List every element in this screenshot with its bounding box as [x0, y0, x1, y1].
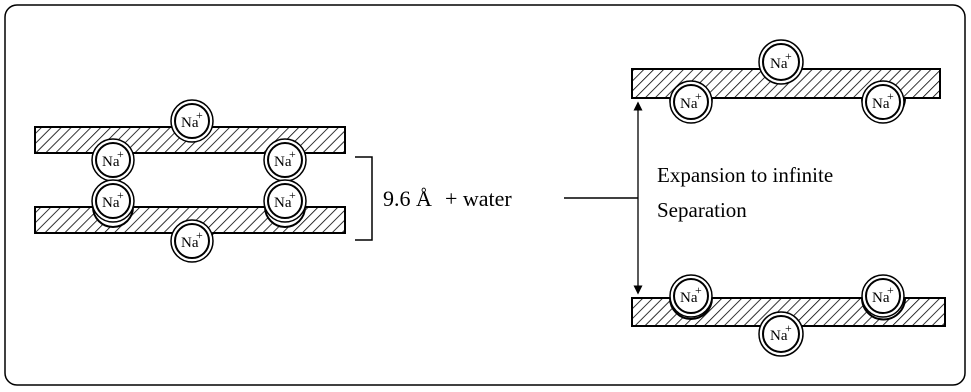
ion-circle — [267, 142, 303, 178]
ion-circle — [762, 43, 800, 81]
ion-charge: + — [785, 321, 792, 335]
ion-label: Na — [872, 96, 890, 112]
ion-charge: + — [196, 108, 203, 122]
ion-circle — [95, 142, 131, 178]
ion-label: Na — [680, 96, 698, 112]
sodium-ion: Na+ — [758, 311, 804, 357]
ion-circle — [865, 278, 901, 314]
ion-label: Na — [872, 290, 890, 306]
sodium-ion: Na+ — [91, 179, 135, 223]
ion-charge: + — [117, 147, 124, 161]
result-line-1: Expansion to infinite — [657, 163, 833, 187]
ion-circle — [95, 183, 131, 219]
ion-charge: + — [289, 188, 296, 202]
sodium-ion: Na+ — [170, 219, 214, 263]
sodium-ion: Na+ — [170, 99, 214, 143]
ion-label: Na — [274, 154, 292, 170]
spacing-label: 9.6 Å — [383, 186, 432, 211]
ion-label: Na — [102, 195, 120, 211]
ion-charge: + — [196, 228, 203, 242]
ion-label: Na — [181, 115, 199, 131]
ion-label: Na — [274, 195, 292, 211]
ion-circle — [174, 103, 210, 139]
ion-charge: + — [887, 89, 894, 103]
ion-label: Na — [770, 56, 788, 72]
ion-label: Na — [770, 328, 788, 344]
ion-circle — [865, 84, 901, 120]
sodium-ions: Na+Na+Na+Na+Na+Na+Na+Na+Na+Na+Na+Na+ — [91, 39, 905, 357]
ion-charge: + — [117, 188, 124, 202]
ion-circle — [762, 315, 800, 353]
sodium-ion: Na+ — [861, 80, 905, 124]
ion-charge: + — [695, 89, 702, 103]
sodium-ion: Na+ — [758, 39, 804, 85]
diagram-frame — [4, 4, 966, 386]
ion-circle — [174, 223, 210, 259]
ion-charge: + — [887, 283, 894, 297]
sodium-ion: Na+ — [861, 274, 905, 318]
sodium-ion: Na+ — [263, 179, 307, 223]
ion-circle — [673, 84, 709, 120]
spacing-bracket — [355, 156, 373, 241]
sodium-ion: Na+ — [669, 80, 713, 124]
ion-label: Na — [181, 235, 199, 251]
ion-label: Na — [102, 154, 120, 170]
reagent-label: + water — [445, 186, 512, 211]
ion-charge: + — [695, 283, 702, 297]
result-line-2: Separation — [657, 198, 747, 222]
ion-charge: + — [785, 49, 792, 63]
ion-circle — [673, 278, 709, 314]
ion-charge: + — [289, 147, 296, 161]
sodium-ion: Na+ — [669, 274, 713, 318]
ion-circle — [267, 183, 303, 219]
sodium-ion: Na+ — [263, 138, 307, 182]
sodium-ion: Na+ — [91, 138, 135, 182]
ion-label: Na — [680, 290, 698, 306]
